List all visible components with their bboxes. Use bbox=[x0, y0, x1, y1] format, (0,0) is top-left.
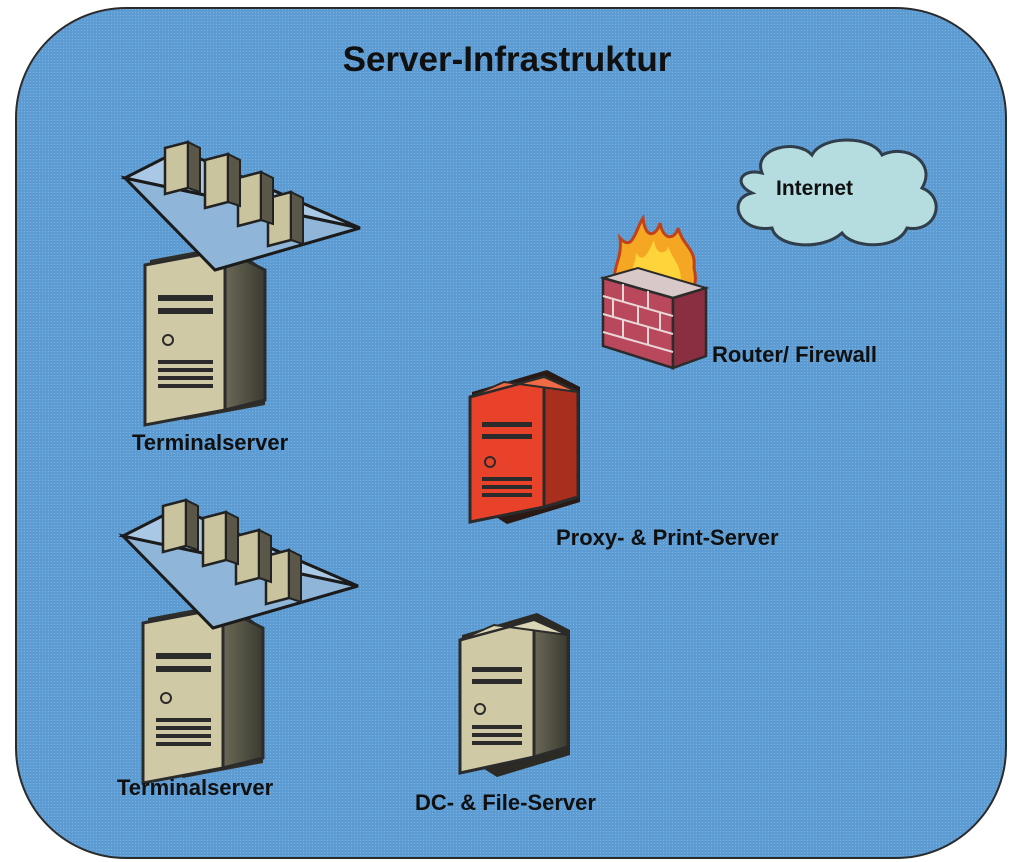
proxy-print-server-label: Proxy- & Print-Server bbox=[556, 525, 779, 550]
firewall-icon bbox=[599, 213, 710, 370]
dc-file-server-label: DC- & File-Server bbox=[415, 790, 596, 815]
server-farm-icon bbox=[120, 140, 361, 427]
red-server-icon bbox=[468, 370, 580, 524]
server-farm-icon bbox=[118, 498, 359, 785]
internet-label: Internet bbox=[776, 177, 854, 200]
diagram-title: Server-Infrastruktur bbox=[342, 40, 672, 79]
server-tower-icon bbox=[458, 613, 570, 777]
terminalserver-1-label: Terminalserver bbox=[132, 430, 289, 455]
router-firewall-label: Router/ Firewall bbox=[712, 342, 878, 367]
terminalserver-2-label: Terminalserver bbox=[117, 775, 274, 800]
cloud-icon bbox=[736, 138, 938, 247]
